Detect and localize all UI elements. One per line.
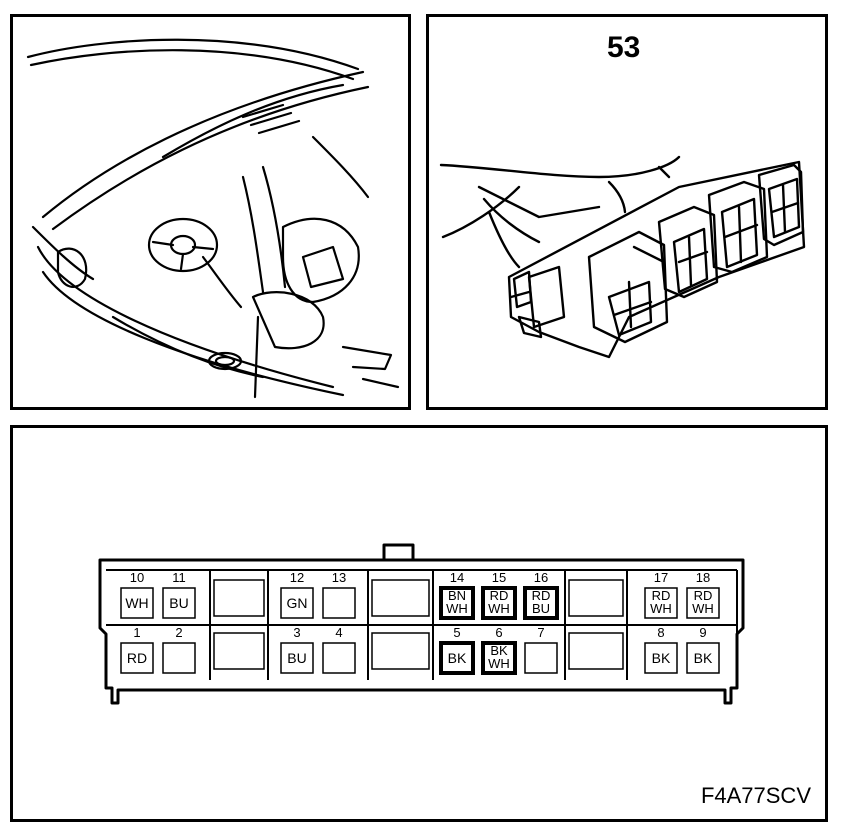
pin-number: 6 [495, 625, 502, 640]
pin-cavity [439, 586, 475, 620]
pin-cavity [481, 641, 517, 675]
car-interior-illustration [10, 14, 411, 410]
pin-number: 12 [290, 570, 304, 585]
car-interior-drawing [26, 38, 400, 399]
pin-number: 18 [696, 570, 710, 585]
wire-color-label: WH [125, 595, 148, 611]
wire-color-label: BK [490, 643, 508, 658]
empty-cavity [371, 579, 430, 617]
pin-number: 4 [335, 625, 342, 640]
pin-cavity [280, 587, 314, 619]
pin-number: 14 [450, 570, 464, 585]
pin-number: 17 [654, 570, 668, 585]
pin-cavity [120, 642, 154, 674]
wire-color-label: GN [287, 595, 308, 611]
pin-cavity [523, 586, 559, 620]
pin-cavity [162, 642, 196, 674]
connector-housing-outline [98, 558, 745, 705]
wire-color-label: WH [692, 601, 714, 616]
empty-cavity [568, 579, 624, 617]
wire-color-label: RD [694, 588, 713, 603]
wire-color-label: BK [652, 650, 671, 666]
wire-color-label: BN [448, 588, 466, 603]
wire-color-label: RD [532, 588, 551, 603]
pin-cavity [644, 587, 678, 619]
wire-color-label: BU [532, 601, 550, 616]
pin-number: 3 [293, 625, 300, 640]
figure-code: F4A77SCV [700, 783, 811, 808]
pin-number: 7 [537, 625, 544, 640]
wire-color-label: BU [169, 595, 188, 611]
pin-cavity [439, 641, 475, 675]
wire-color-label: RD [490, 588, 509, 603]
connector-locking-tab [382, 543, 415, 560]
empty-cavity [371, 632, 430, 670]
pin-cavity [322, 587, 356, 619]
connector-pinout-diagram: 10WH11BU1RD212GN133BU414BNWH15RDWH16RDBU… [98, 543, 745, 705]
empty-cavity [568, 632, 624, 670]
wire-color-label: BK [448, 650, 467, 666]
pin-number: 15 [492, 570, 506, 585]
pin-cavity [686, 642, 720, 674]
pin-cavity [280, 642, 314, 674]
pin-cavity [481, 586, 517, 620]
connector-illustration: 53 [426, 14, 828, 410]
empty-cavity [213, 579, 265, 617]
pin-number: 13 [332, 570, 346, 585]
pin-number: 5 [453, 625, 460, 640]
pin-number: 1 [133, 625, 140, 640]
pin-cavity [686, 587, 720, 619]
pin-cavity [322, 642, 356, 674]
callout-number: 53 [607, 31, 641, 64]
pin-number: 11 [172, 570, 186, 585]
wire-color-label: BK [694, 650, 713, 666]
pin-number: 16 [534, 570, 548, 585]
wire-color-label: WH [488, 656, 510, 671]
pin-number: 9 [699, 625, 706, 640]
wire-color-label: WH [650, 601, 672, 616]
connector-drawing [439, 155, 806, 359]
wire-color-label: WH [488, 601, 510, 616]
empty-cavity [213, 632, 265, 670]
wire-color-label: WH [446, 601, 468, 616]
pin-cavity [162, 587, 196, 619]
wire-color-label: RD [127, 650, 147, 666]
wire-color-label: BU [287, 650, 306, 666]
pin-number: 8 [657, 625, 664, 640]
pin-cavity [644, 642, 678, 674]
pin-number: 2 [175, 625, 182, 640]
pin-number: 10 [130, 570, 144, 585]
pin-cavity [120, 587, 154, 619]
wire-color-label: RD [652, 588, 671, 603]
pin-cavity [524, 642, 558, 674]
